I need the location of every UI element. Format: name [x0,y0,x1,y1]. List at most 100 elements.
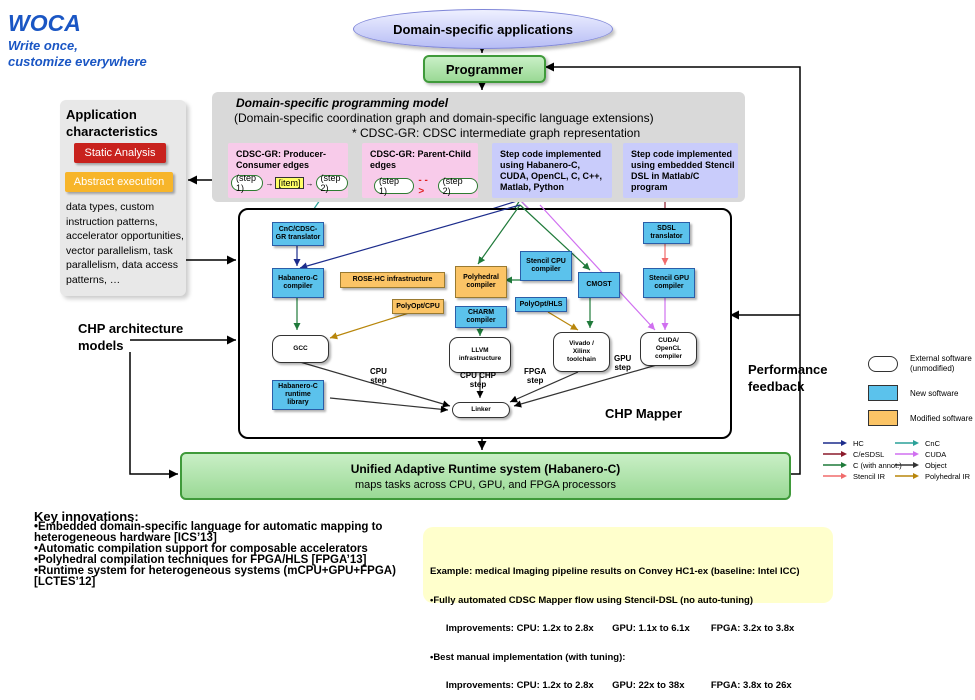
stencil-cpu-l2: compiler [531,266,561,273]
stencil-gpu-l2: compiler [654,283,684,290]
legend-new-label: New software [910,388,959,398]
abstract-execution-button[interactable]: Abstract execution [65,172,173,192]
legend-modified-swatch [868,410,898,426]
app-characteristics-title: Application characteristics [66,106,158,140]
app-char-line: vector parallelism, task [66,244,173,257]
gcc-box: GCC [272,335,329,363]
legend-new: New software [868,385,958,401]
domain-specific-applications: Domain-specific applications [353,9,613,49]
legend-arrow-head [913,451,919,457]
legend-arrow-head [913,473,919,479]
producer-consumer-box: CDSC-GR: Producer- Consumer edges (step … [228,143,348,198]
key-innovation-line: •Automatic compilation support for compo… [34,543,368,555]
legend-arrow-label: HC [853,439,864,448]
charm-l2: compiler [466,317,496,324]
example-line: Improvements: CPU: 1.2x to 2.8x GPU: 22x… [430,680,792,691]
static-analysis-button[interactable]: Static Analysis [74,143,166,163]
legend-arrow-head [841,440,847,446]
llvm-l2: infrastructure [458,355,502,362]
runtime-title: Unified Adaptive Runtime system (Habaner… [350,461,621,476]
cnc-translator-box: CnC/CDSC-GR translator [272,222,324,246]
example-line: Improvements: CPU: 1.2x to 2.8x GPU: 1.1… [430,623,795,634]
example-line: Example: medical Imaging pipeline result… [430,566,800,577]
llvm-l1: LLVM [471,347,489,354]
vivado-l3: toolchain [567,356,596,363]
programming-model-subtitle: (Domain-specific coordination graph and … [234,111,654,125]
hc-runtime-l3: library [287,399,309,406]
woca-subtitle-line1: Write once, [8,38,78,53]
cuda-l2: OpenCL [655,345,682,352]
runtime-subtitle: maps tasks across CPU, GPU, and FPGA pro… [354,478,617,491]
legend-modified: Modified software [868,410,973,426]
dashed-arrow-icon: - -> [418,175,428,197]
legend-arrow-head [841,451,847,457]
app-characteristics-title-l1: Application [66,107,137,122]
step2-node: (step 2) [437,176,478,196]
key-innovations: Key innovations: •Embedded domain-specif… [34,509,414,588]
gpu-l2: step [614,363,631,372]
programming-model-title: Domain-specific programming model [236,96,449,110]
legend-arrow-head [841,462,847,468]
cpuchp-l1: CPU CHP [460,371,497,380]
fpga-l2: step [526,376,544,385]
legend-arrow-label: C (with annot.) [853,461,902,470]
example-results-panel [423,527,833,603]
step-code-habanero-l4: Matlab, Python [500,182,565,192]
producer-consumer-title-l1: CDSC-GR: Producer- [236,149,327,159]
cmost-box: CMOST [578,272,620,298]
step-code-habanero-l2: using Habanero-C, [500,160,581,170]
cpu-step-l2: step [370,376,387,385]
sdsl-l2: translator [650,233,683,240]
performance-feedback-label: Performance feedback [748,361,827,395]
legend-modified-label: Modified software [910,413,973,423]
polyhedral-l2: compiler [466,282,496,289]
cnc-translator-l1: CnC/CDSC- [278,226,318,233]
hc-runtime-l2: runtime [285,391,311,398]
example-line: •Best manual implementation (with tuning… [430,651,626,663]
app-char-line: patterns, … [66,273,121,286]
key-innovations-heading: Key innovations: [34,509,139,524]
step-code-stencil-box: Step code implemented using embedded Ste… [623,143,738,198]
chp-arch-l2: models [78,338,124,353]
app-char-line: accelerator opportunities, [66,230,184,242]
legend-arrow-head [913,462,919,468]
key-innovation-line: [LCTES’12] [34,576,96,588]
legend-external-l1: External software [910,354,972,363]
step-code-habanero-l1: Step code implemented [500,149,602,159]
cuda-l3: compiler [654,353,683,360]
app-characteristics-panel [60,100,186,296]
cuda-l1: CUDA/ [658,337,679,344]
legend-arrow-label: CUDA [925,450,946,459]
key-innovation-line: •Embedded domain-specific language for a… [34,521,383,533]
app-characteristics-list: data types, custom instruction patterns,… [66,200,188,287]
legend-external-l2: (unmodified) [910,364,955,373]
cpuchp-l2: step [469,380,487,389]
legend-arrow-head [841,473,847,479]
legend-arrow-label: Object [925,461,948,470]
chp-architecture-label: CHP architecture models [78,320,183,354]
perf-l2: feedback [748,379,805,394]
legend-external: External software(unmodified) [868,354,972,374]
vivado-l1: Vivado / [569,340,594,347]
arrow-right-icon: → [305,178,314,188]
step-code-habanero-l3: CUDA, OpenCL, C, C++, [500,171,603,181]
hc-compiler-l1: Habanero-C [278,275,318,282]
arrow-right-icon: → [265,178,274,188]
example-line: •Fully automated CDSC Mapper flow using … [430,594,753,606]
perf-l1: Performance [748,362,828,377]
woca-title: WOCA [8,10,81,36]
linker-box: Linker [452,402,510,418]
legend-arrow-label: C/eSDSL [853,450,884,459]
programmer-box: Programmer [423,55,546,83]
